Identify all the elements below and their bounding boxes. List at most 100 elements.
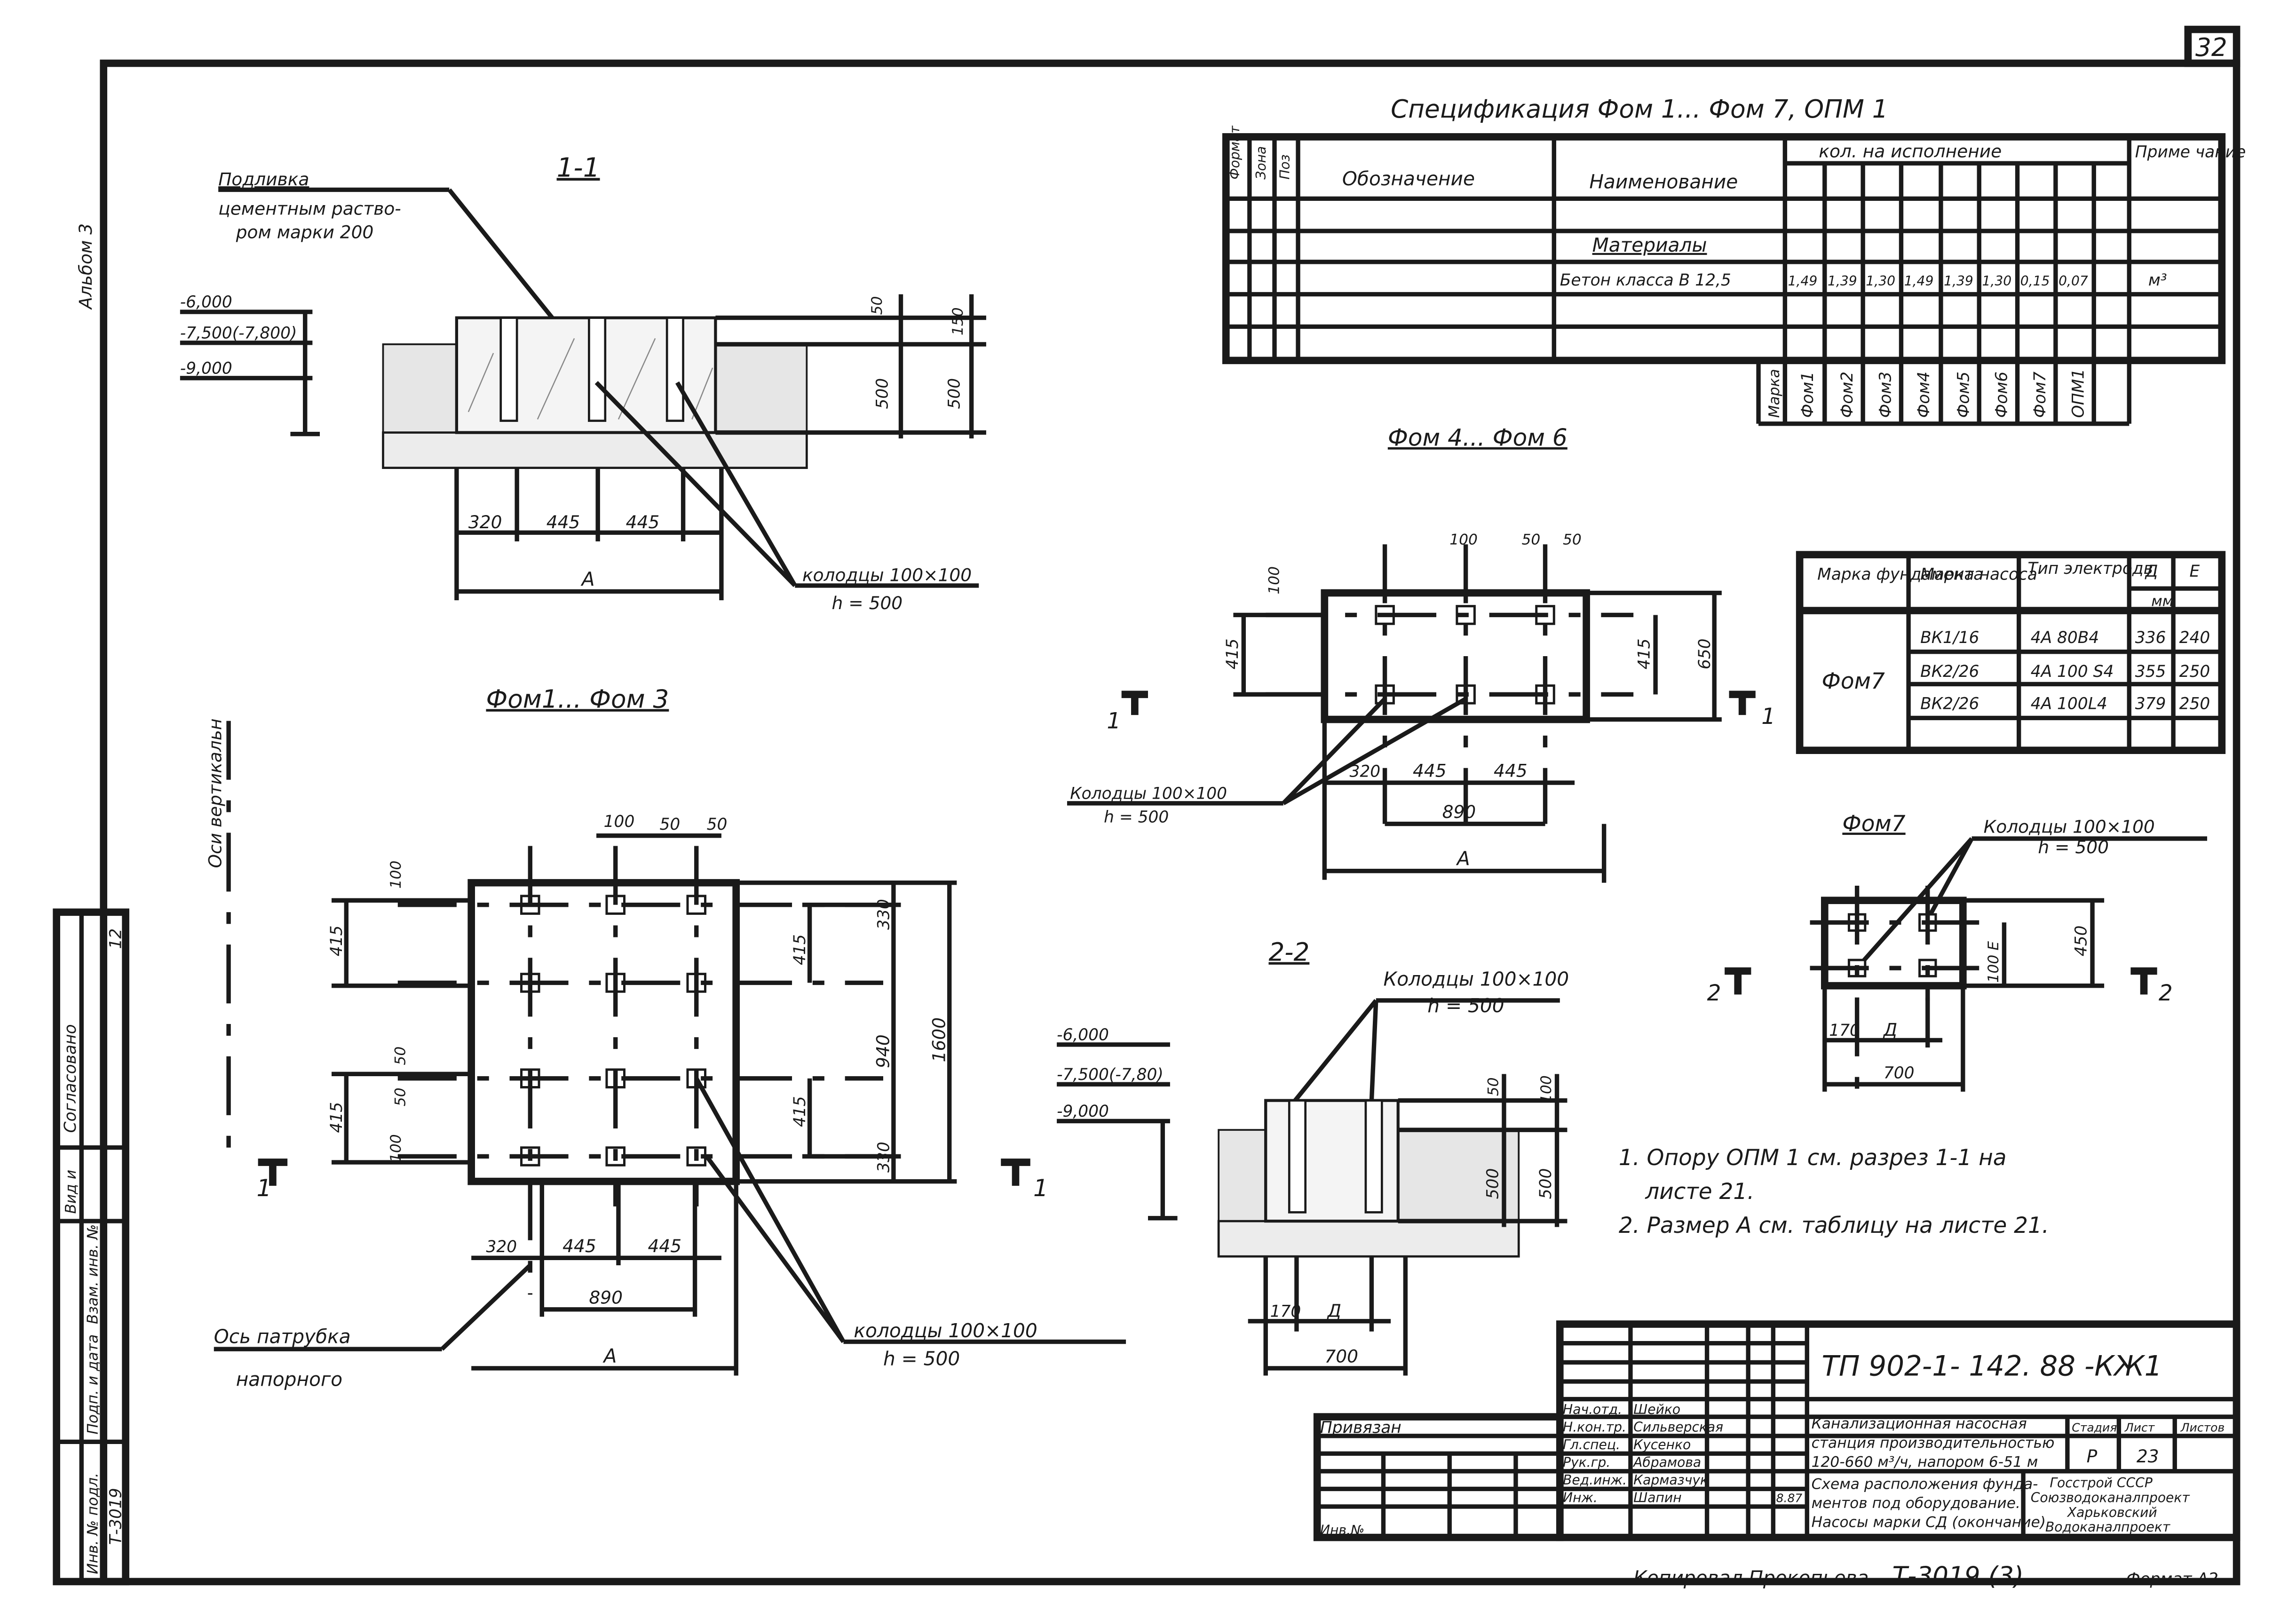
dim-445-a: 445 xyxy=(546,512,580,532)
pump-model: ВК1/16 xyxy=(1920,628,1979,647)
dim-A-b: А xyxy=(602,1344,617,1367)
dim-100-bot: 100 xyxy=(388,1134,404,1162)
spec-mark: Фом6 xyxy=(1993,372,2011,418)
dim-415-fom46-b: 415 xyxy=(1635,639,1654,670)
section-1-1: 1-1 Подливка цементным раство- ром марки… xyxy=(180,152,986,613)
plan-fom7-title: Фом7 xyxy=(1842,811,1905,837)
strip-agreed: Согласовано xyxy=(61,1024,80,1133)
strip-r4: Инв. № подл. xyxy=(85,1473,102,1574)
dim-50-a: 50 xyxy=(660,815,681,834)
stamp-binding: Привязан xyxy=(1320,1419,1401,1437)
level-6000-b: -6,000 xyxy=(1057,1025,1109,1044)
stamp-proj-3: 120-660 м³/ч, напором 6-51 м xyxy=(1812,1453,2038,1470)
stamp-org-4: Водоканалпроект xyxy=(2045,1519,2171,1535)
spec-mark: Фом2 xyxy=(1838,372,1857,418)
strip-r2: Взам. инв. № xyxy=(85,1224,102,1324)
level-7500-b: -7,500(-7,80) xyxy=(1057,1065,1164,1084)
spec-mark: ОПМ1 xyxy=(2069,369,2088,418)
title-stamp: ТП 902-1- 142. 88 -КЖ1 Привязан Инв.№ На… xyxy=(1313,1320,2241,1541)
dim-e-value: 250 xyxy=(2179,662,2210,681)
dim-445-fom46-b: 445 xyxy=(1494,761,1528,781)
pump-table: Марка фундамента Марка насоса Тип электр… xyxy=(1796,551,2226,754)
dim-50-fom46-a: 50 xyxy=(1521,531,1540,548)
dim-150: 150 xyxy=(950,307,966,335)
motor-type: 4А 80В4 xyxy=(2031,628,2099,647)
dim-50-2-2: 50 xyxy=(1485,1077,1502,1096)
stamp-date: 8.87 xyxy=(1776,1492,1803,1505)
spec-col-qty: кол. на исполнение xyxy=(1819,141,2002,162)
pump-h-e: Е xyxy=(2190,562,2200,581)
dim-e-value: 240 xyxy=(2179,628,2210,647)
dim-1600: 1600 xyxy=(928,1017,949,1062)
dim-320-fom46: 320 xyxy=(1350,762,1381,781)
stamp-org-1: Госстрой СССР xyxy=(2050,1475,2152,1491)
stamp-name: Шапин xyxy=(1633,1490,1681,1506)
spec-mark: Фом3 xyxy=(1876,372,1895,418)
spec-col-zone: Зона xyxy=(1253,146,1269,180)
strip-v-agreed: Т-3019 xyxy=(107,1488,126,1545)
cut-1-left-fom46: 1 xyxy=(1107,708,1121,734)
format-label: Формат А2 xyxy=(2126,1570,2218,1589)
plan-fom4-6-title: Фом 4... Фом 6 xyxy=(1388,424,1568,452)
left-approval-strip: Согласовано Вид и Взам. инв. № Подп. и д… xyxy=(53,908,129,1586)
wells-label-1-1: колодцы 100×100 xyxy=(802,565,972,586)
pump-h-pump: Марка насоса xyxy=(1920,565,2037,584)
wells-h-2-2: h = 500 xyxy=(1427,994,1504,1017)
stamp-role: Гл.спец. xyxy=(1563,1437,1620,1452)
wells-h-1-1: h = 500 xyxy=(832,593,903,613)
dim-170-2-2: 170 xyxy=(1270,1302,1301,1321)
spec-col-pos: Поз xyxy=(1277,154,1292,179)
concrete-value: 1,30 xyxy=(1982,273,2011,289)
stamp-sheet-h: Лист xyxy=(2124,1421,2155,1434)
level-7500: -7,500(-7,800) xyxy=(180,324,297,342)
spec-section-materials: Материалы xyxy=(1592,234,1707,256)
specification-table: Спецификация Фом 1... Фом 7, ОПМ 1 Форма… xyxy=(1222,95,2246,426)
page-number: 32 xyxy=(2195,33,2227,62)
spec-title: Спецификация Фом 1... Фом 7, ОПМ 1 xyxy=(1391,95,1888,124)
archive-number: Т-3019 (3) xyxy=(1892,1562,2024,1591)
dim-100-fom46: 100 xyxy=(1449,531,1478,548)
cut-1-left: 1 xyxy=(257,1175,272,1202)
cut-1-right-fom46: 1 xyxy=(1761,704,1775,730)
concrete-value: 0,07 xyxy=(2058,273,2088,289)
stamp-role: Рук.гр. xyxy=(1563,1454,1610,1470)
dim-50-fom46-b: 50 xyxy=(1563,531,1582,548)
dim-100-fom46-left: 100 xyxy=(1266,566,1283,595)
dim-415-d: 415 xyxy=(791,1096,809,1127)
stamp-sheets-h: Листов xyxy=(2180,1421,2225,1434)
dim-D-2-2: Д xyxy=(1327,1300,1341,1321)
dim-500-a: 500 xyxy=(873,378,892,409)
level-6000: -6,000 xyxy=(180,293,232,312)
dim-500-2-2-b: 500 xyxy=(1536,1168,1555,1199)
dim-415-b: 415 xyxy=(327,1102,346,1133)
pipe-axis-label-2: напорного xyxy=(236,1368,342,1390)
spec-col-designation: Обозначение xyxy=(1342,167,1475,190)
spec-col-note: Приме чание xyxy=(2135,143,2246,162)
dim-50-b: 50 xyxy=(707,815,728,834)
cut-2-right: 2 xyxy=(2159,980,2173,1006)
dim-50: 50 xyxy=(869,296,886,315)
stamp-role: Инж. xyxy=(1563,1490,1598,1506)
dim-445-d: 445 xyxy=(648,1236,682,1256)
dim-700-2-2: 700 xyxy=(1324,1346,1358,1366)
dim-100-2-2: 100 xyxy=(1538,1075,1555,1103)
note-1a: 1. Опору ОПМ 1 см. разрез 1-1 на xyxy=(1619,1145,2007,1171)
dim-d-value: 379 xyxy=(2135,695,2166,714)
motor-type: 4А 100L4 xyxy=(2031,695,2107,714)
dim-890: 890 xyxy=(589,1287,623,1308)
dim-d-value: 355 xyxy=(2135,662,2166,681)
dim-890-fom46: 890 xyxy=(1442,802,1476,822)
stamp-sign-rows: Нач.отд.ШейкоН.кон.тр.СильверскаяГл.спец… xyxy=(1563,1402,1802,1506)
pump-h-d: Д xyxy=(2145,562,2158,581)
section-2-2-title: 2-2 xyxy=(1268,937,1309,967)
stamp-proj-1: Канализационная насосная xyxy=(1812,1415,2027,1432)
dim-650: 650 xyxy=(1695,639,1714,670)
stamp-stage: Р xyxy=(2087,1446,2098,1467)
cut-1-right: 1 xyxy=(1033,1175,1048,1202)
pump-model: ВК2/26 xyxy=(1920,695,1979,714)
album-label: Альбом 3 xyxy=(75,223,96,310)
